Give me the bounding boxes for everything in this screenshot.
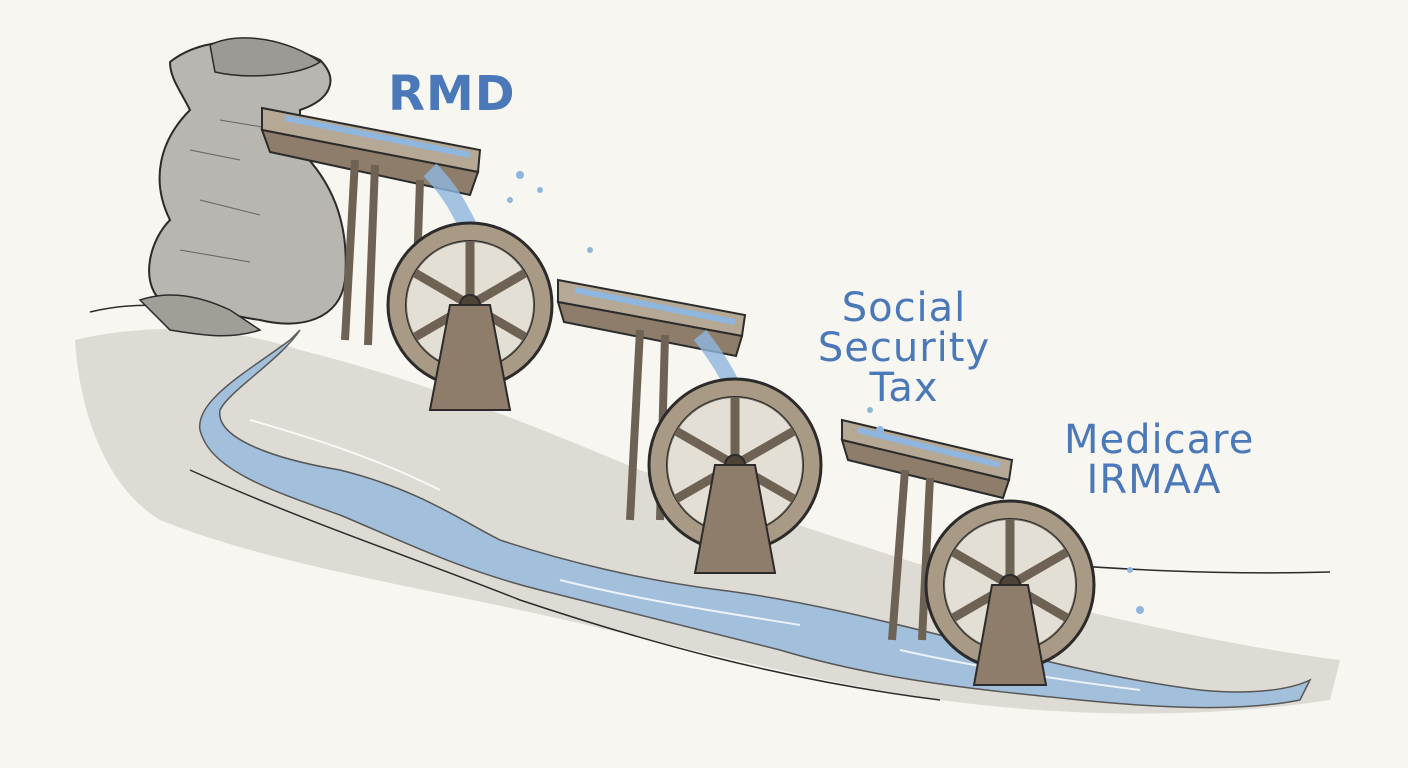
rock-cliff [138, 37, 347, 337]
water-wheel-3 [924, 499, 1096, 686]
label-social-security-tax: Social Security Tax [764, 288, 1044, 408]
water-wheel-2 [647, 377, 823, 574]
tax-text: Tax [869, 365, 939, 411]
water-splashes [507, 171, 1144, 614]
stream [199, 329, 1312, 709]
label-medicare-irmaa: Medicare IRMAA [1064, 417, 1255, 503]
medicare-text: Medicare [1064, 417, 1255, 463]
irmaa-text: IRMAA [1086, 457, 1222, 503]
wooden-flume-medicare [840, 418, 1014, 641]
water-wheel-1 [386, 221, 554, 411]
rmd-text: RMD [388, 66, 516, 122]
label-rmd: RMD [388, 70, 516, 118]
social-security-text: Social Security [817, 285, 991, 371]
